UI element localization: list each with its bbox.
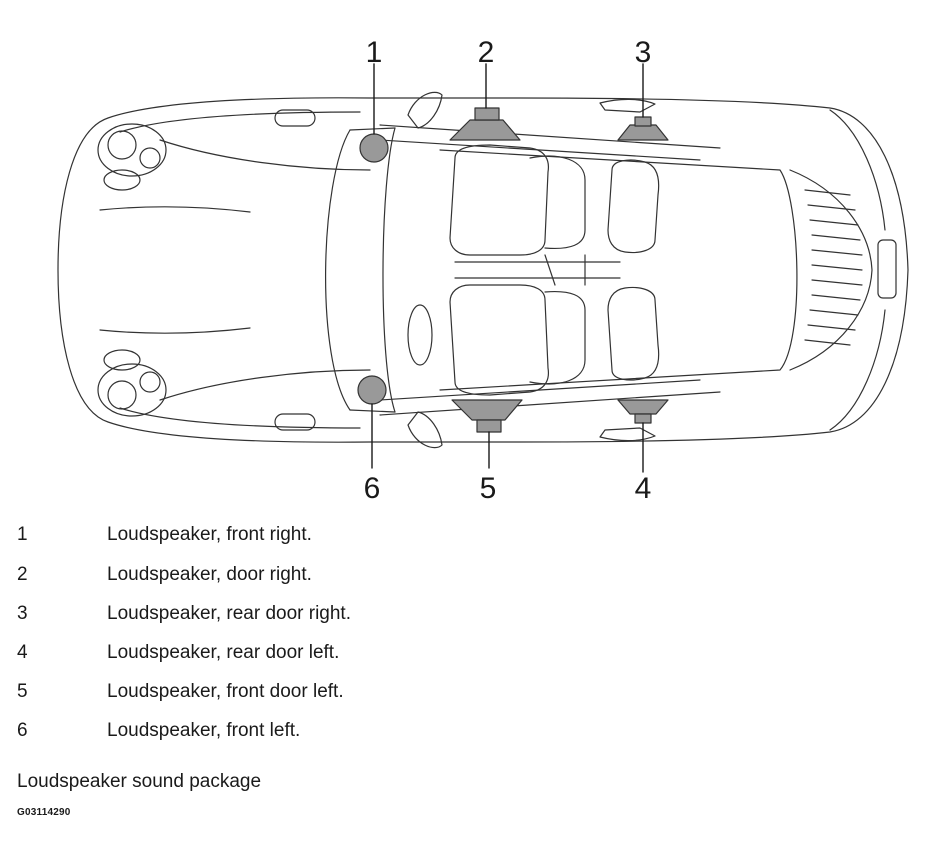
callout-4: 4 (635, 472, 652, 505)
callout-leaders (371, 63, 644, 473)
legend-item: 1 Loudspeaker, front right. (0, 520, 929, 550)
legend-number: 2 (17, 564, 28, 585)
seats (407, 144, 660, 396)
legend-item: 5 Loudspeaker, front door left. (0, 677, 929, 707)
legend-description: Loudspeaker, rear door left. (107, 642, 340, 663)
callout-3: 3 (635, 36, 652, 69)
legend-item: 6 Loudspeaker, front left. (0, 716, 929, 746)
speaker-3-rear-door-right (617, 116, 669, 141)
legend-item: 4 Loudspeaker, rear door left. (0, 638, 929, 668)
legend-description: Loudspeaker, rear door right. (107, 603, 351, 624)
callout-5: 5 (480, 472, 497, 505)
callout-1: 1 (366, 36, 383, 69)
legend-description: Loudspeaker, front right. (107, 524, 312, 545)
speaker-1-front-right (359, 133, 389, 163)
speaker-2-door-right (449, 107, 521, 141)
figure-id: G03114290 (17, 807, 71, 818)
speaker-4-rear-door-left (617, 399, 669, 424)
legend-description: Loudspeaker, door right. (107, 564, 312, 585)
legend-number: 5 (17, 681, 28, 702)
legend-number: 3 (17, 603, 28, 624)
car-outline (57, 91, 909, 449)
legend-item: 3 Loudspeaker, rear door right. (0, 599, 929, 629)
legend-number: 1 (17, 524, 28, 545)
speaker-5-front-door-left (451, 399, 523, 433)
speaker-6-front-left (357, 375, 387, 405)
callout-6: 6 (364, 472, 381, 505)
legend-number: 6 (17, 720, 28, 741)
figure-caption: Loudspeaker sound package (17, 771, 262, 792)
legend-description: Loudspeaker, front door left. (107, 681, 344, 702)
car-speaker-diagram: 1 2 3 4 5 6 (57, 36, 909, 505)
callout-2: 2 (478, 36, 495, 69)
legend-description: Loudspeaker, front left. (107, 720, 301, 741)
legend-item: 2 Loudspeaker, door right. (0, 560, 929, 590)
legend-number: 4 (17, 642, 28, 663)
